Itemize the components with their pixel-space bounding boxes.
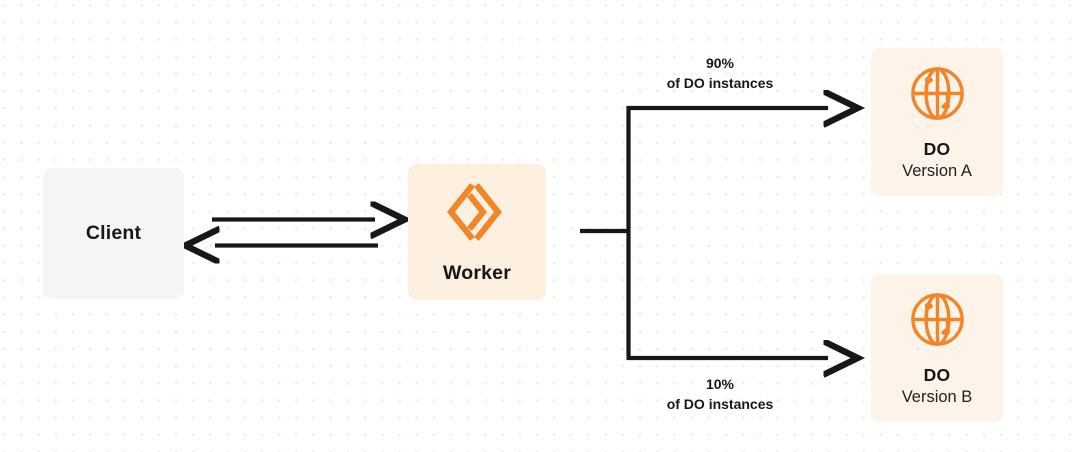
durable-object-b-subtitle: Version B [901,388,973,407]
worker-node-label: Worker [442,262,512,284]
durable-object-b-title: DO [923,365,951,385]
worker-node: Worker [408,164,546,300]
globe-network-icon [909,65,966,127]
worker-to-do-b-label: 10% of DO instances [595,374,845,415]
globe-network-icon [909,291,966,353]
worker-to-do-a-sublabel: of DO instances [666,75,774,92]
durable-object-a-node: DO Version A [871,48,1003,196]
cloudflare-workers-icon [447,181,507,248]
worker-to-do-a-percent: 90% [705,55,735,71]
worker-to-do-b-percent: 10% [705,376,735,392]
client-node-label: Client [85,222,142,244]
client-node: Client [43,168,184,299]
durable-object-b-node: DO Version B [871,274,1003,422]
durable-object-a-title: DO [923,139,951,159]
worker-to-do-a-label: 90% of DO instances [595,53,845,94]
worker-to-do-b-sublabel: of DO instances [666,396,774,413]
durable-object-a-subtitle: Version A [902,162,972,181]
